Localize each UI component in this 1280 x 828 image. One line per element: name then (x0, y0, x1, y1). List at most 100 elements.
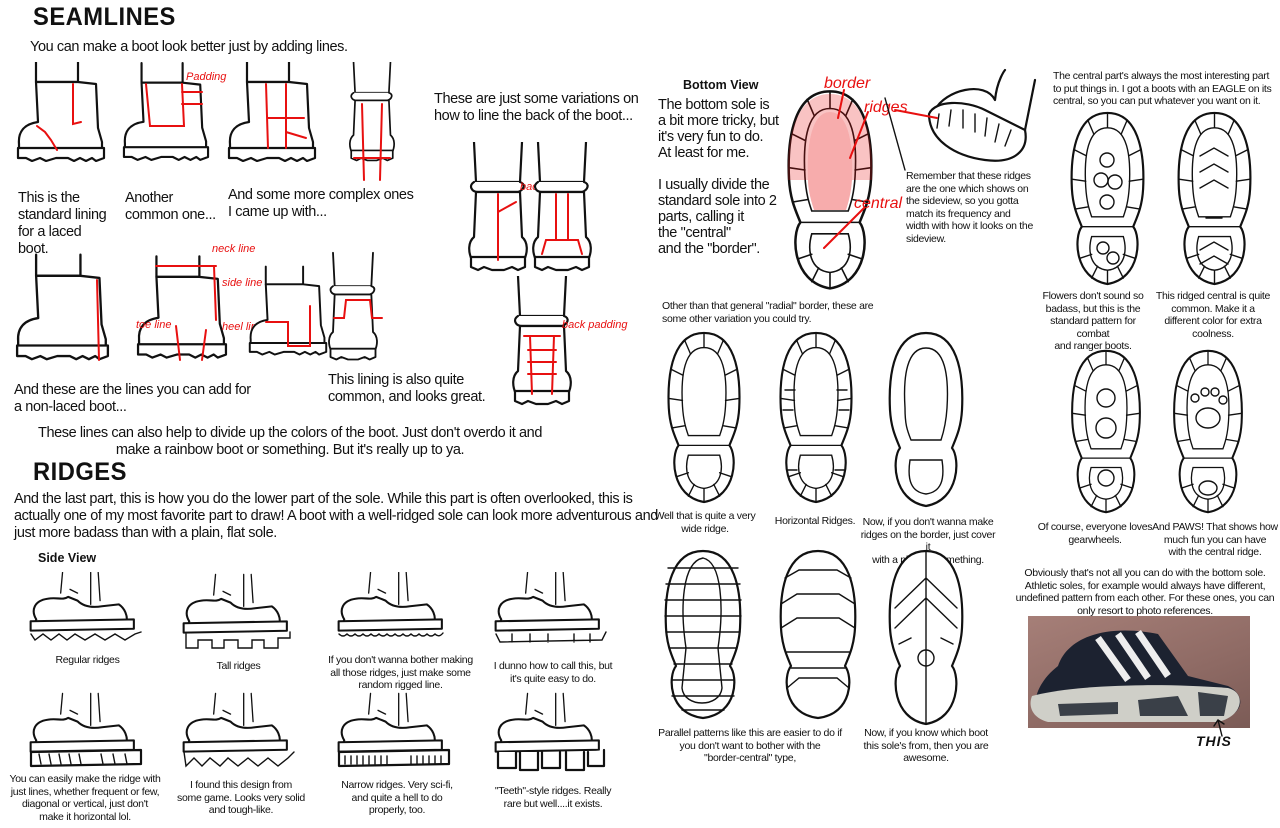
laced-boot-complex-drawing (226, 62, 318, 162)
back-boot-line-drawing: back line (468, 142, 563, 272)
shoe-tall-ridges (178, 572, 291, 649)
note-line: are the one which shows on (906, 182, 1029, 195)
central-note: The central part's always the most inter… (1053, 70, 1272, 108)
caption-line: Regular ridges (55, 654, 120, 666)
ridge-caption-regular: Regular ridges (15, 654, 160, 667)
caption-line: Flowers don't sound so (1042, 290, 1144, 302)
shoe-game-ridges (178, 690, 295, 768)
caption-line: boot. (18, 241, 49, 257)
ridges-intro: And the last part, this is how you do th… (14, 491, 658, 542)
caption-line: "border-central" type, (704, 752, 796, 764)
laced-boot-standard-drawing (15, 62, 107, 162)
note-line: sideview. (906, 232, 946, 245)
caption-line: This ridged central is quite (1155, 290, 1271, 302)
toe-line-label: toe line (136, 319, 171, 331)
caption-line: Tall ridges (216, 660, 261, 672)
sole-parallel-drawing (664, 549, 742, 720)
caption-line: diagonal or vertical, just don't (21, 798, 149, 810)
caption-line: You can easily make the ridge with (9, 773, 161, 785)
note-line: the sideview, so you gotta (906, 195, 1019, 207)
caption-line: you don't want to bother with the (679, 739, 821, 752)
caption-line: standard pattern for combat (1050, 315, 1136, 340)
caption-line: properly, too. (368, 804, 426, 816)
ridge-caption-tall: Tall ridges (166, 660, 311, 673)
note-line: Obviously that's not all you can do with… (1024, 567, 1266, 579)
ridges-heading: RIDGES (33, 458, 127, 486)
shoe-teeth-ridges (490, 690, 606, 772)
shoe-narrow-ridges (333, 690, 451, 768)
athletic-note: Obviously that's not all you can do with… (1010, 567, 1280, 617)
caption-line: This lining is also quite (328, 372, 464, 388)
sole-athletic-drawing (888, 549, 964, 726)
note-line: only resort to photo references. (1077, 604, 1213, 617)
caption-line: this sole's from, then you are (863, 739, 989, 752)
caption-line: and quite a hell to do (351, 791, 443, 804)
note-line: to put things in. I got a boots with an … (1053, 82, 1272, 95)
caption-line: "Teeth"-style ridges. Really (494, 785, 612, 797)
caption-line: common one... (125, 207, 216, 223)
laced-boot-padding-drawing: Padding (122, 62, 227, 162)
note-line: Remember that these ridges (906, 170, 1031, 182)
intro-line: and the "border". (658, 241, 760, 257)
caption-line: rare but well....it exists. (503, 797, 603, 810)
sneaker-photo (1028, 616, 1250, 728)
caption-line: gearwheels. (1068, 533, 1122, 546)
side-line-label: side line (222, 277, 262, 289)
caption-parallel: Parallel patterns like this are easier t… (650, 727, 850, 765)
caption-horizontal-ridges: Horizontal Ridges. (760, 515, 870, 528)
sole-plate-drawing (888, 331, 964, 508)
caption-line: Parallel patterns like this are easier t… (658, 727, 842, 739)
caption-line: Well that is quite a very (654, 510, 756, 522)
caption-line: for a laced (18, 224, 82, 240)
caption-line: some game. Looks very solid (177, 791, 305, 804)
caption-line: and ranger boots. (1054, 340, 1132, 352)
sole-paws-drawing (1173, 349, 1243, 514)
closing-line: These lines can also help to divide up t… (37, 425, 542, 441)
note-line: Other than that general "radial" border,… (662, 300, 874, 312)
caption-line: Narrow ridges. Very sci-fi, (341, 779, 453, 791)
back-padding-label: back padding (562, 319, 628, 331)
caption-line: it's quite easy to do. (510, 672, 596, 685)
intro-line: the "central" (658, 225, 731, 241)
caption-line: and tough-like. (208, 804, 274, 816)
intro-line: The bottom sole is (658, 97, 770, 113)
caption-line: I found this design from (190, 779, 292, 791)
caption-line: This is the (18, 190, 80, 206)
laced-boot-front-drawing (342, 62, 402, 181)
shoe-regular-ridges (25, 572, 142, 642)
sole-chevrons-drawing (1177, 111, 1252, 286)
caption-line: make it horizontal lol. (39, 810, 131, 823)
caption-line: Now, if you know which boot (864, 727, 988, 739)
note-line: some other variation you could try. (662, 312, 812, 325)
note-line: central, so you can put whatever you wan… (1053, 95, 1261, 107)
labeled-sole-drawing: border ridges central (787, 75, 908, 290)
shoe-plate-ridges (490, 572, 607, 643)
shoe-line-ridges (25, 690, 143, 768)
intro-line: parts, calling it (658, 209, 744, 225)
caption-line: I came up with... (228, 204, 327, 220)
sole-side-angle-drawing (884, 68, 1037, 171)
caption-line: And PAWS! That shows how (1152, 521, 1278, 533)
other-variations-note: Other than that general "radial" border,… (662, 300, 874, 325)
note-line: match its frequency and (906, 207, 1011, 220)
sole-wide-ridge-drawing (667, 331, 741, 504)
this-label: THIS (1196, 733, 1232, 749)
sole-horizontal-ridges-drawing (779, 331, 853, 504)
caption-line: all those ridges, just make some (330, 666, 471, 679)
caption-line: ridges on the border, just cover it (860, 528, 996, 554)
ridge-caption-narrow: Narrow ridges. Very sci-fi,and quite a h… (322, 779, 472, 817)
nonlaced-boot-back-drawing (328, 242, 383, 372)
caption-line: wide ridge. (681, 522, 729, 535)
intro-line: just more badass than with a plain, flat… (14, 525, 277, 541)
central-label: central (854, 195, 902, 212)
